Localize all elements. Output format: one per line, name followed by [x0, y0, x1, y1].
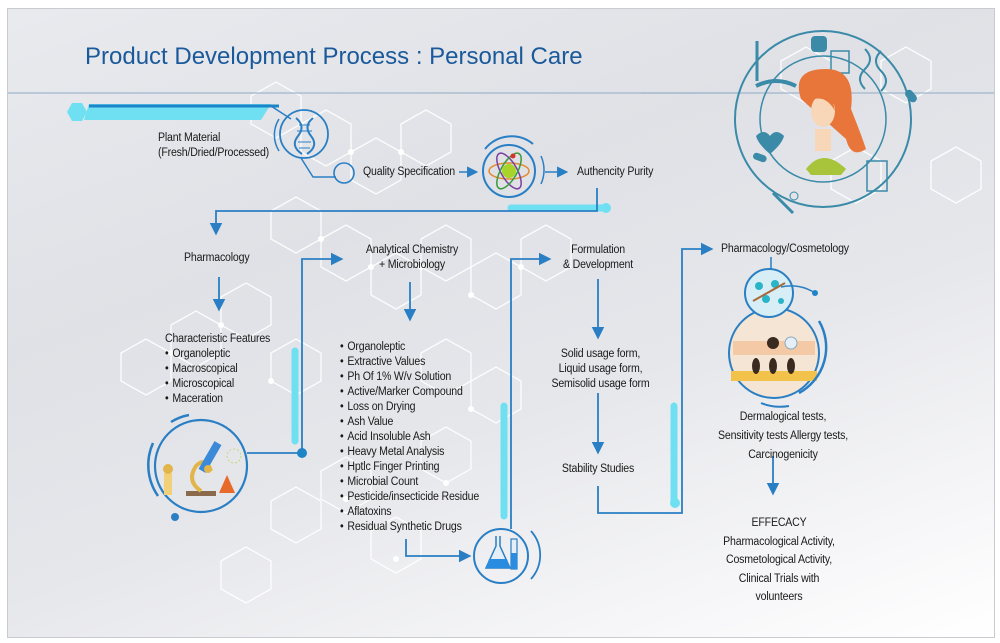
- diagram-artwork: [8, 30, 994, 604]
- list-item: Heavy Metal Analysis: [340, 445, 479, 460]
- connector-authencity-to-pharmacology: [209, 188, 611, 236]
- list-item: Organoleptic: [340, 340, 479, 355]
- list-item: Active/Marker Compound: [340, 385, 479, 400]
- list-item: Loss on Drying: [340, 400, 479, 415]
- list-item: Organoleptic: [165, 347, 270, 362]
- node-pharmacology-cosmetology: Pharmacology/Cosmetology: [721, 243, 849, 255]
- analytical-tests-list-container: Organoleptic Extractive Values Ph Of 1% …: [340, 340, 479, 535]
- list-item: Ash Value: [340, 415, 479, 430]
- node-formulation: Formulation & Development: [552, 243, 644, 273]
- node-pharmacology: Pharmacology: [184, 252, 250, 264]
- carcinogenicity: Carcinogenicity: [748, 449, 818, 461]
- page-title: Product Development Process : Personal C…: [85, 43, 583, 70]
- sensitivity-allergy-tests: Sensitivity tests Allergy tests,: [718, 430, 848, 442]
- list-item: Aflatoxins: [340, 505, 479, 520]
- node-quality-specification: Quality Specification: [363, 166, 455, 178]
- connector-to-flask: [405, 539, 472, 563]
- analytical-chemistry-label: Analytical Chemistry: [365, 244, 459, 256]
- list-item: Ph Of 1% W/v Solution: [340, 370, 479, 385]
- connector-to-formulation: [500, 252, 552, 529]
- pharmacological-activity: Pharmacological Activity,: [723, 535, 835, 548]
- atom-icon: [482, 135, 545, 198]
- skin-cross-section-icon: [728, 257, 828, 408]
- analytical-tests-list: Organoleptic Extractive Values Ph Of 1% …: [340, 340, 479, 535]
- node-authencity-purity: Authencity Purity: [577, 166, 654, 178]
- microscope-icon: [147, 413, 307, 521]
- list-item: Pesticide/insecticide Residue: [340, 490, 479, 505]
- liquid-usage-form: Liquid usage form,: [558, 363, 643, 375]
- list-item: Macroscopical: [165, 362, 270, 377]
- diagram-frame: Product Development Process : Personal C…: [7, 8, 995, 638]
- node-usage-forms: Solid usage form, Liquid usage form, Sem…: [548, 347, 654, 392]
- clinical-trials: Clinical Trials with: [738, 572, 820, 585]
- node-tests: Dermalogical tests, Sensitivity tests Al…: [714, 408, 852, 465]
- list-item: Residual Synthetic Drugs: [340, 520, 479, 535]
- woman-portrait-icon: [641, 30, 917, 215]
- connector-to-analytical-chemistry: [291, 252, 344, 453]
- list-item: Microscopical: [165, 377, 270, 392]
- solid-usage-form: Solid usage form,: [560, 348, 641, 360]
- top-left-bar: [67, 103, 292, 121]
- node-analytical-chemistry: Analytical Chemistry + Microbiology: [357, 243, 467, 273]
- connector-to-pharmacology-cosmetology: [597, 242, 714, 514]
- microbiology-label: + Microbiology: [379, 259, 445, 271]
- development-label: & Development: [563, 259, 633, 271]
- list-item: Maceration: [165, 392, 270, 407]
- node-characteristic-features: Characteristic Features Organoleptic Mac…: [165, 332, 270, 407]
- flask-icon: [473, 528, 541, 584]
- node-stability-studies: Stability Studies: [561, 463, 635, 475]
- semisolid-usage-form: Semisolid usage form: [551, 378, 650, 390]
- characteristic-features-list: Organoleptic Macroscopical Microscopical…: [165, 347, 270, 407]
- formulation-label: Formulation: [571, 244, 625, 256]
- cosmetological-activity: Cosmetological Activity,: [726, 554, 832, 566]
- plant-material-label: Plant Material: [158, 132, 221, 144]
- dna-icon: [273, 109, 355, 184]
- list-item: Hptlc Finger Printing: [340, 460, 479, 475]
- volunteers: volunteers: [755, 591, 803, 603]
- efficacy-heading: EFFECACY: [751, 517, 807, 529]
- list-item: Microbial Count: [340, 475, 479, 490]
- node-plant-material: Plant Material (Fresh/Dried/Processed): [158, 131, 269, 161]
- list-item: Extractive Values: [340, 355, 479, 370]
- list-item: Acid Insoluble Ash: [340, 430, 479, 445]
- dermalogical-tests: Dermalogical tests,: [739, 411, 827, 423]
- plant-material-sublabel: (Fresh/Dried/Processed): [158, 147, 270, 159]
- node-efficacy: EFFECACY Pharmacological Activity, Cosme…: [719, 514, 839, 607]
- characteristic-features-heading: Characteristic Features: [165, 333, 271, 345]
